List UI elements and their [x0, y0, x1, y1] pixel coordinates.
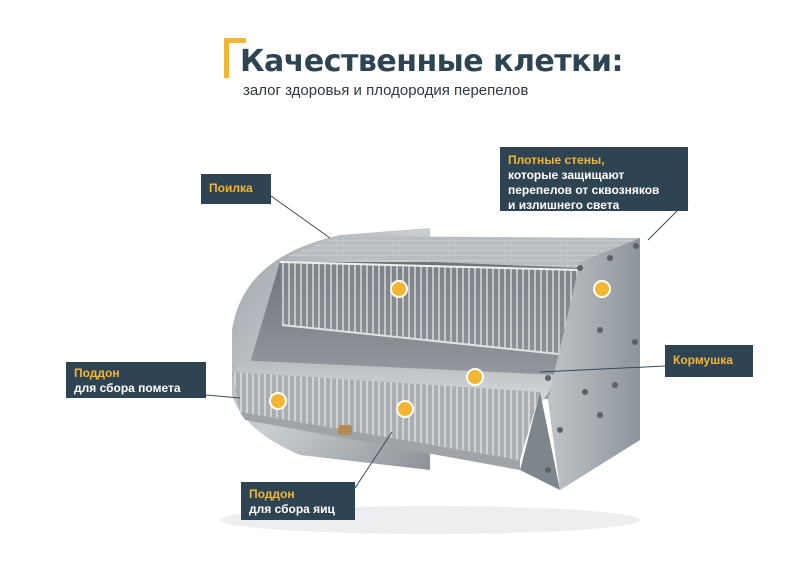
callout-droppings-sub: для сбора помета [74, 381, 181, 395]
page-subtitle: залог здоровья и плодородия перепелов [243, 82, 529, 99]
brand-bracket-icon [224, 38, 246, 78]
callout-walls-line2: которые защищают [508, 168, 625, 182]
cage-right-panel [548, 238, 640, 490]
callout-eggs-accent: Поддон [249, 487, 295, 501]
callout-drinker: Поилка [201, 174, 271, 204]
callout-feeder-label: Кормушка [673, 353, 733, 367]
callout-egg-tray: Поддон для сбора яиц [241, 482, 355, 520]
callout-droppings-accent: Поддон [74, 366, 120, 380]
callout-drinker-label: Поилка [209, 181, 253, 195]
feature-markers [269, 280, 611, 418]
page-title: Качественные клетки: [240, 44, 624, 79]
callout-walls-line4: и излишнего света [508, 198, 620, 212]
bolts [545, 243, 639, 473]
callout-droppings-tray: Поддон для сбора помета [66, 362, 206, 398]
callout-walls-accent: Плотные стены, [508, 153, 605, 167]
callout-walls: Плотные стены, которые защищают перепело… [500, 147, 688, 212]
callout-eggs-sub: для сбора яиц [249, 502, 335, 516]
callout-walls-line3: перепелов от сквозняков [508, 183, 660, 197]
callout-feeder: Кормушка [665, 345, 753, 377]
drain-pipe [338, 425, 352, 435]
